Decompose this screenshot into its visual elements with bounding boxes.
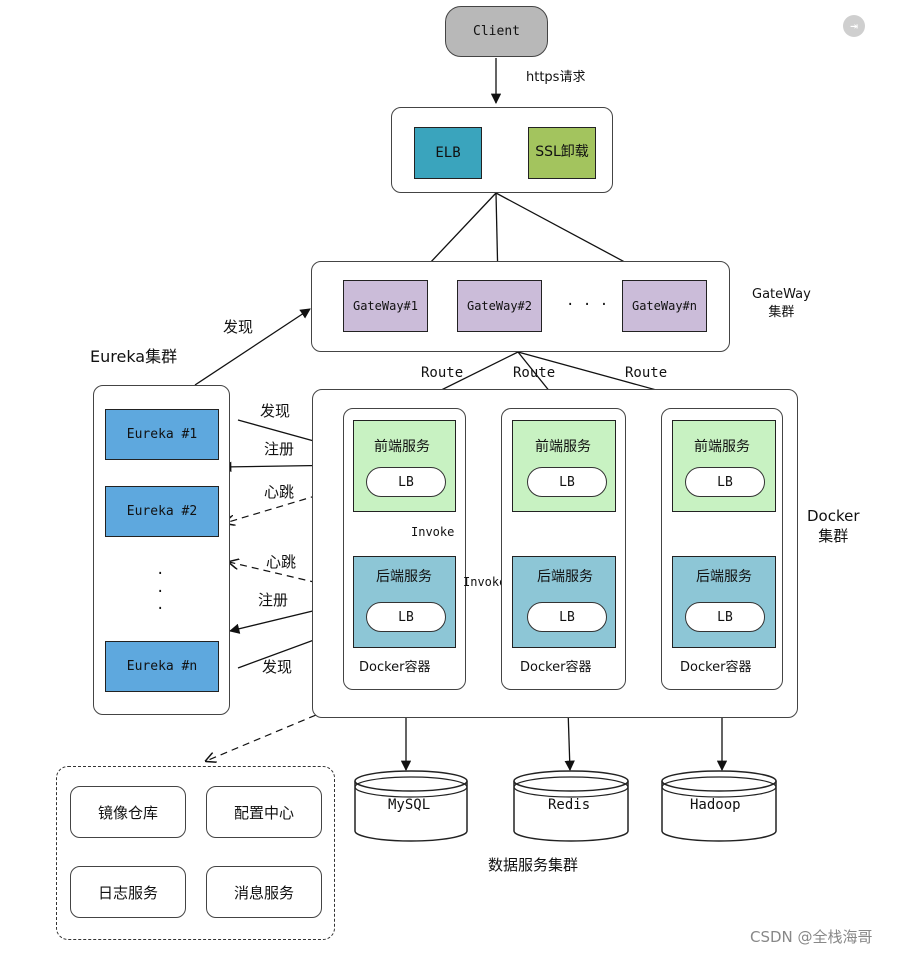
route-label-3: Route [625, 365, 668, 381]
redis-label: Redis [548, 797, 591, 813]
eureka-1: Eureka #1 [105, 409, 219, 460]
discover-label-2: 发现 [262, 658, 293, 676]
expand-icon[interactable]: ⇥ [843, 15, 865, 37]
ssl-offload-node: SSL卸载 [528, 127, 596, 179]
eureka-1-label: Eureka #1 [126, 427, 198, 442]
frontend-label-1: 前端服务 [374, 439, 430, 455]
backend-label-1: 后端服务 [376, 569, 432, 585]
hadoop-label: Hadoop [690, 797, 741, 813]
heartbeat-label-2: 心跳 [266, 553, 297, 571]
infrastructure-group [56, 766, 335, 940]
client-node: Client [445, 6, 548, 57]
eureka-n-label: Eureka #n [126, 659, 198, 674]
register-label-1: 注册 [264, 440, 295, 458]
gateway-n-label: GateWay#n [631, 299, 698, 313]
eureka-n: Eureka #n [105, 641, 219, 692]
https-label: https请求 [526, 70, 586, 85]
image-registry-label: 镜像仓库 [97, 803, 158, 822]
lb-pill-front-3: LB [685, 467, 765, 497]
register-label-2: 注册 [258, 591, 289, 609]
log-service-label: 日志服务 [97, 883, 158, 902]
eureka-2: Eureka #2 [105, 486, 219, 537]
invoke-label-2: Invoke [463, 575, 507, 589]
discover-top-label: 发现 [223, 318, 254, 336]
data-cluster-label: 数据服务集群 [488, 856, 579, 874]
gateway-1-label: GateWay#1 [352, 299, 419, 313]
elb-node: ELB [414, 127, 482, 179]
docker-container-label-3: Docker容器 [680, 660, 752, 675]
gateway-2: GateWay#2 [457, 280, 542, 332]
csdn-watermark: CSDN @全栈海哥 [750, 928, 873, 946]
gateway-1: GateWay#1 [343, 280, 428, 332]
frontend-service-3 [672, 420, 776, 512]
gateway-cluster-label: GateWay 集群 [752, 287, 811, 320]
discover-label-1: 发现 [260, 402, 291, 420]
redis-db-icon [513, 770, 629, 842]
backend-label-3: 后端服务 [696, 569, 752, 585]
image-registry: 镜像仓库 [70, 786, 186, 838]
log-service: 日志服务 [70, 866, 186, 918]
message-service-label: 消息服务 [233, 883, 294, 902]
lb-pill-back-2: LB [527, 602, 607, 632]
heartbeat-label-1: 心跳 [264, 483, 295, 501]
lb-pill-back-1: LB [366, 602, 446, 632]
backend-label-2: 后端服务 [537, 569, 593, 585]
docker-cluster-label: Docker 集群 [807, 507, 860, 545]
eureka-2-label: Eureka #2 [126, 504, 198, 519]
lb-pill-back-3: LB [685, 602, 765, 632]
ssl-label: SSL卸载 [535, 144, 589, 161]
eureka-ellipsis: · · · [156, 566, 165, 617]
config-center: 配置中心 [206, 786, 322, 838]
frontend-service-1 [353, 420, 456, 512]
message-service: 消息服务 [206, 866, 322, 918]
docker-container-label-1: Docker容器 [359, 660, 431, 675]
frontend-label-2: 前端服务 [535, 439, 591, 455]
mysql-db-icon [354, 770, 468, 842]
route-label-1: Route [421, 365, 464, 381]
route-label-2: Route [513, 365, 556, 381]
client-label: Client [473, 24, 520, 39]
gateway-n: GateWay#n [622, 280, 707, 332]
lb-pill-front-2: LB [527, 467, 607, 497]
eureka-cluster-label: Eureka集群 [90, 347, 178, 366]
docker-container-label-2: Docker容器 [520, 660, 592, 675]
lb-pill-front-1: LB [366, 467, 446, 497]
frontend-label-3: 前端服务 [694, 439, 750, 455]
elb-label: ELB [435, 145, 461, 161]
config-center-label: 配置中心 [233, 803, 294, 822]
invoke-label-1: Invoke [411, 525, 455, 539]
gateway-ellipsis: · · · [566, 297, 609, 313]
frontend-service-2 [512, 420, 616, 512]
gateway-2-label: GateWay#2 [466, 299, 533, 313]
mysql-label: MySQL [388, 797, 431, 813]
hadoop-db-icon [661, 770, 777, 842]
